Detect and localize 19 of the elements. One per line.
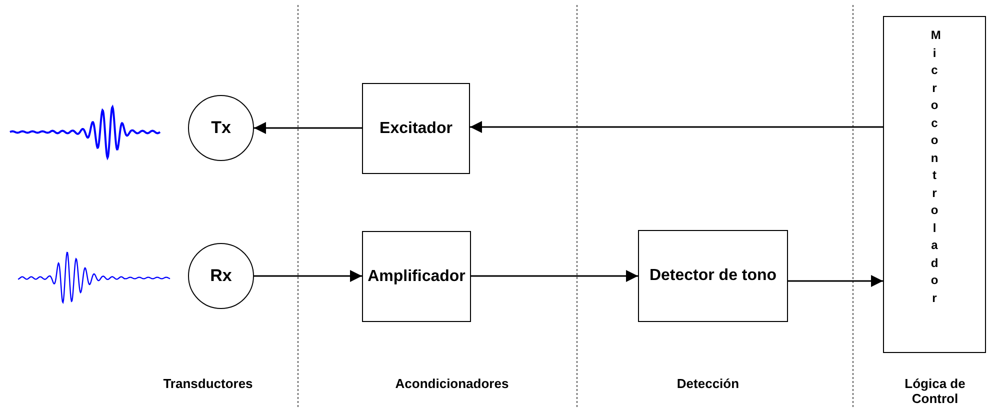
node-label: Excitador: [380, 120, 452, 138]
section-label: Acondicionadores: [394, 376, 510, 391]
microcontroller-box: [883, 16, 986, 353]
node-label: Tx: [211, 118, 231, 138]
vertical-label: Microcontrolador: [930, 27, 938, 306]
node-label: Rx: [210, 266, 232, 286]
section-label: Transductores: [162, 376, 254, 391]
section-label: Detección: [676, 376, 740, 391]
arrow: [471, 270, 638, 282]
arrow: [254, 270, 362, 282]
process-box: [362, 231, 471, 322]
process-box: [638, 230, 788, 322]
process-box: [362, 83, 470, 174]
arrow: [254, 122, 362, 134]
node-label: Detector de tono: [649, 267, 777, 285]
section-label: Lógica de Control: [904, 376, 966, 406]
arrow: [788, 275, 883, 287]
node-label: Amplificador: [368, 268, 466, 286]
arrow: [470, 121, 883, 133]
